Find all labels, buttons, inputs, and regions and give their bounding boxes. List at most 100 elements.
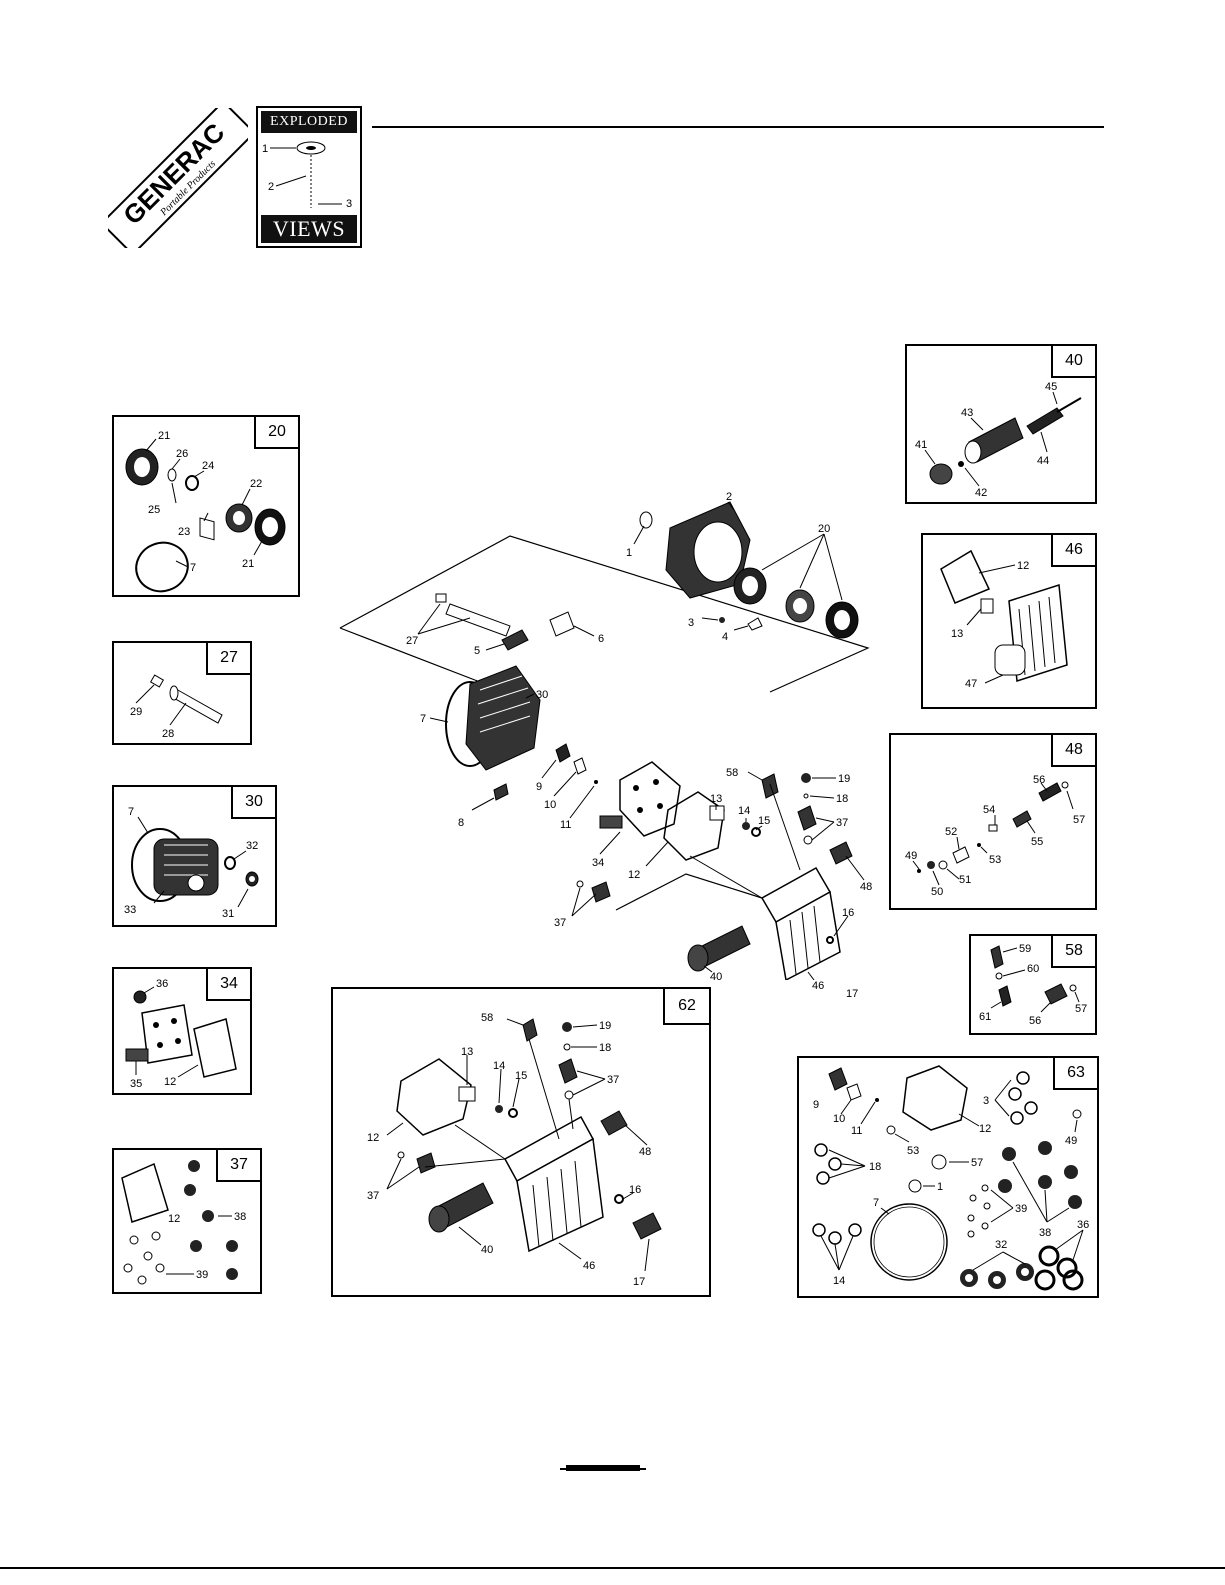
panel-48: 48 56 57 54 55 52 53 49 51 50: [889, 733, 1097, 910]
callout-57: 57: [971, 1157, 983, 1169]
header-rule: [372, 126, 1104, 128]
callout-12: 12: [168, 1213, 180, 1225]
callout-21a: 21: [158, 430, 170, 442]
callout-11: 11: [560, 819, 571, 831]
callout-8: 8: [458, 817, 464, 829]
callout-58: 58: [481, 1012, 493, 1024]
badge-callout-3: 3: [346, 198, 352, 210]
callout-60: 60: [1027, 963, 1039, 975]
callout-12: 12: [1017, 560, 1029, 572]
callout-54: 54: [983, 804, 995, 816]
callout-41: 41: [915, 439, 927, 451]
panel-number: 62: [663, 989, 709, 1025]
callout-61: 61: [979, 1011, 991, 1023]
panel-34-drawing: 36 35 12: [125, 978, 237, 1090]
panel-20: 20 21 26 24 25 22 23 21 7: [112, 415, 300, 597]
callout-9: 9: [813, 1099, 819, 1111]
callout-13: 13: [461, 1046, 473, 1058]
callout-14: 14: [738, 805, 750, 817]
callout-44: 44: [1037, 455, 1049, 467]
badge-callout-2: 2: [268, 181, 274, 193]
panel-63: 63 9 10 11 12 3 49 53 57: [797, 1056, 1099, 1298]
callout-59: 59: [1019, 943, 1031, 955]
badge-illustration: 1 2 3: [262, 141, 352, 210]
panel-34: 34 36 35 12: [112, 967, 252, 1095]
panel-number: 30: [231, 787, 275, 819]
callout-16: 16: [842, 907, 854, 919]
panel-number: 40: [1051, 346, 1095, 378]
callout-2: 2: [726, 491, 732, 503]
callout-7: 7: [420, 713, 426, 725]
callout-37b: 37: [367, 1190, 379, 1202]
panel-37-drawing: 12 38 39: [121, 1160, 246, 1285]
callout-15: 15: [758, 815, 770, 827]
callout-36: 36: [1077, 1219, 1089, 1231]
panel-20-drawing: 21 26 24 25 22 23 21 7: [125, 430, 286, 593]
callout-11: 11: [851, 1125, 862, 1137]
callout-10: 10: [544, 799, 556, 811]
page-number-bar: [560, 1460, 646, 1471]
callout-46: 46: [583, 1260, 595, 1272]
callout-48: 48: [639, 1146, 651, 1158]
callout-38: 38: [234, 1211, 246, 1223]
callout-15: 15: [515, 1070, 527, 1082]
callout-23: 23: [178, 526, 190, 538]
callout-49: 49: [1065, 1135, 1077, 1147]
panel-30: 30 7 32 33 31: [112, 785, 277, 927]
callout-32: 32: [246, 840, 258, 852]
callout-43: 43: [961, 407, 973, 419]
callout-50: 50: [931, 886, 943, 898]
callout-40: 40: [481, 1244, 493, 1256]
callout-53: 53: [989, 854, 1001, 866]
callout-16: 16: [629, 1184, 641, 1196]
panel-number: 20: [254, 417, 298, 449]
callout-29: 29: [130, 706, 142, 718]
panel-58-drawing: 59 60 61 56 57: [979, 943, 1087, 1027]
panel-40-drawing: 45 43 41 44 42: [915, 381, 1082, 499]
exploded-views-badge: EXPLODED 1 2 3 VIEWS: [256, 106, 362, 248]
callout-1: 1: [626, 547, 632, 559]
callout-13: 13: [710, 793, 722, 805]
panel-63-drawing: 9 10 11 12 3 49 53 57 18 1 39 7 38 36 32…: [812, 1065, 1089, 1291]
callout-57: 57: [1073, 814, 1085, 826]
panel-58: 58 59 60 61 56 57: [969, 934, 1097, 1035]
callout-32: 32: [995, 1239, 1007, 1251]
callout-34: 34: [592, 857, 604, 869]
badge-callout-1: 1: [262, 143, 268, 155]
panel-number: 37: [216, 1150, 260, 1182]
panel-number: 63: [1053, 1058, 1097, 1090]
callout-10: 10: [833, 1113, 845, 1125]
panel-number: 27: [206, 643, 250, 675]
callout-14: 14: [833, 1275, 845, 1287]
callout-20: 20: [818, 523, 830, 535]
callout-37a: 37: [607, 1074, 619, 1086]
panel-27-drawing: 29 28: [130, 674, 223, 740]
callout-47: 47: [965, 678, 977, 690]
callout-18: 18: [599, 1042, 611, 1054]
callout-25: 25: [148, 504, 160, 516]
panel-46-drawing: 12 13 47: [940, 549, 1068, 690]
callout-3: 3: [688, 617, 694, 629]
callout-5: 5: [474, 645, 480, 657]
callout-56: 56: [1033, 774, 1045, 786]
panel-27: 27 29 28: [112, 641, 252, 745]
callout-35: 35: [130, 1078, 142, 1090]
callout-17-main: 17: [846, 988, 859, 1000]
callout-7: 7: [190, 562, 196, 574]
callout-26: 26: [176, 448, 188, 460]
callout-58: 58: [726, 767, 738, 779]
page-bottom-rule: [0, 1567, 1225, 1569]
callout-38: 38: [1039, 1227, 1051, 1239]
callout-53: 53: [907, 1145, 919, 1157]
main-exploded-assembly: 2 1 20 3 4 27 6 5 30 7 9 10 11 8 58 19 1…: [330, 480, 890, 980]
panel-62-drawing: 58 19 13 18 14 15 37 48 12 37 16 40 46 1…: [367, 1012, 662, 1288]
panel-number: 58: [1051, 936, 1095, 968]
callout-21b: 21: [242, 558, 254, 570]
panel-number: 46: [1051, 535, 1095, 567]
callout-52: 52: [945, 826, 957, 838]
callout-22: 22: [250, 478, 262, 490]
callout-24: 24: [202, 460, 214, 472]
callout-12: 12: [367, 1132, 379, 1144]
panel-number: 48: [1051, 735, 1095, 767]
callout-56: 56: [1029, 1015, 1041, 1027]
